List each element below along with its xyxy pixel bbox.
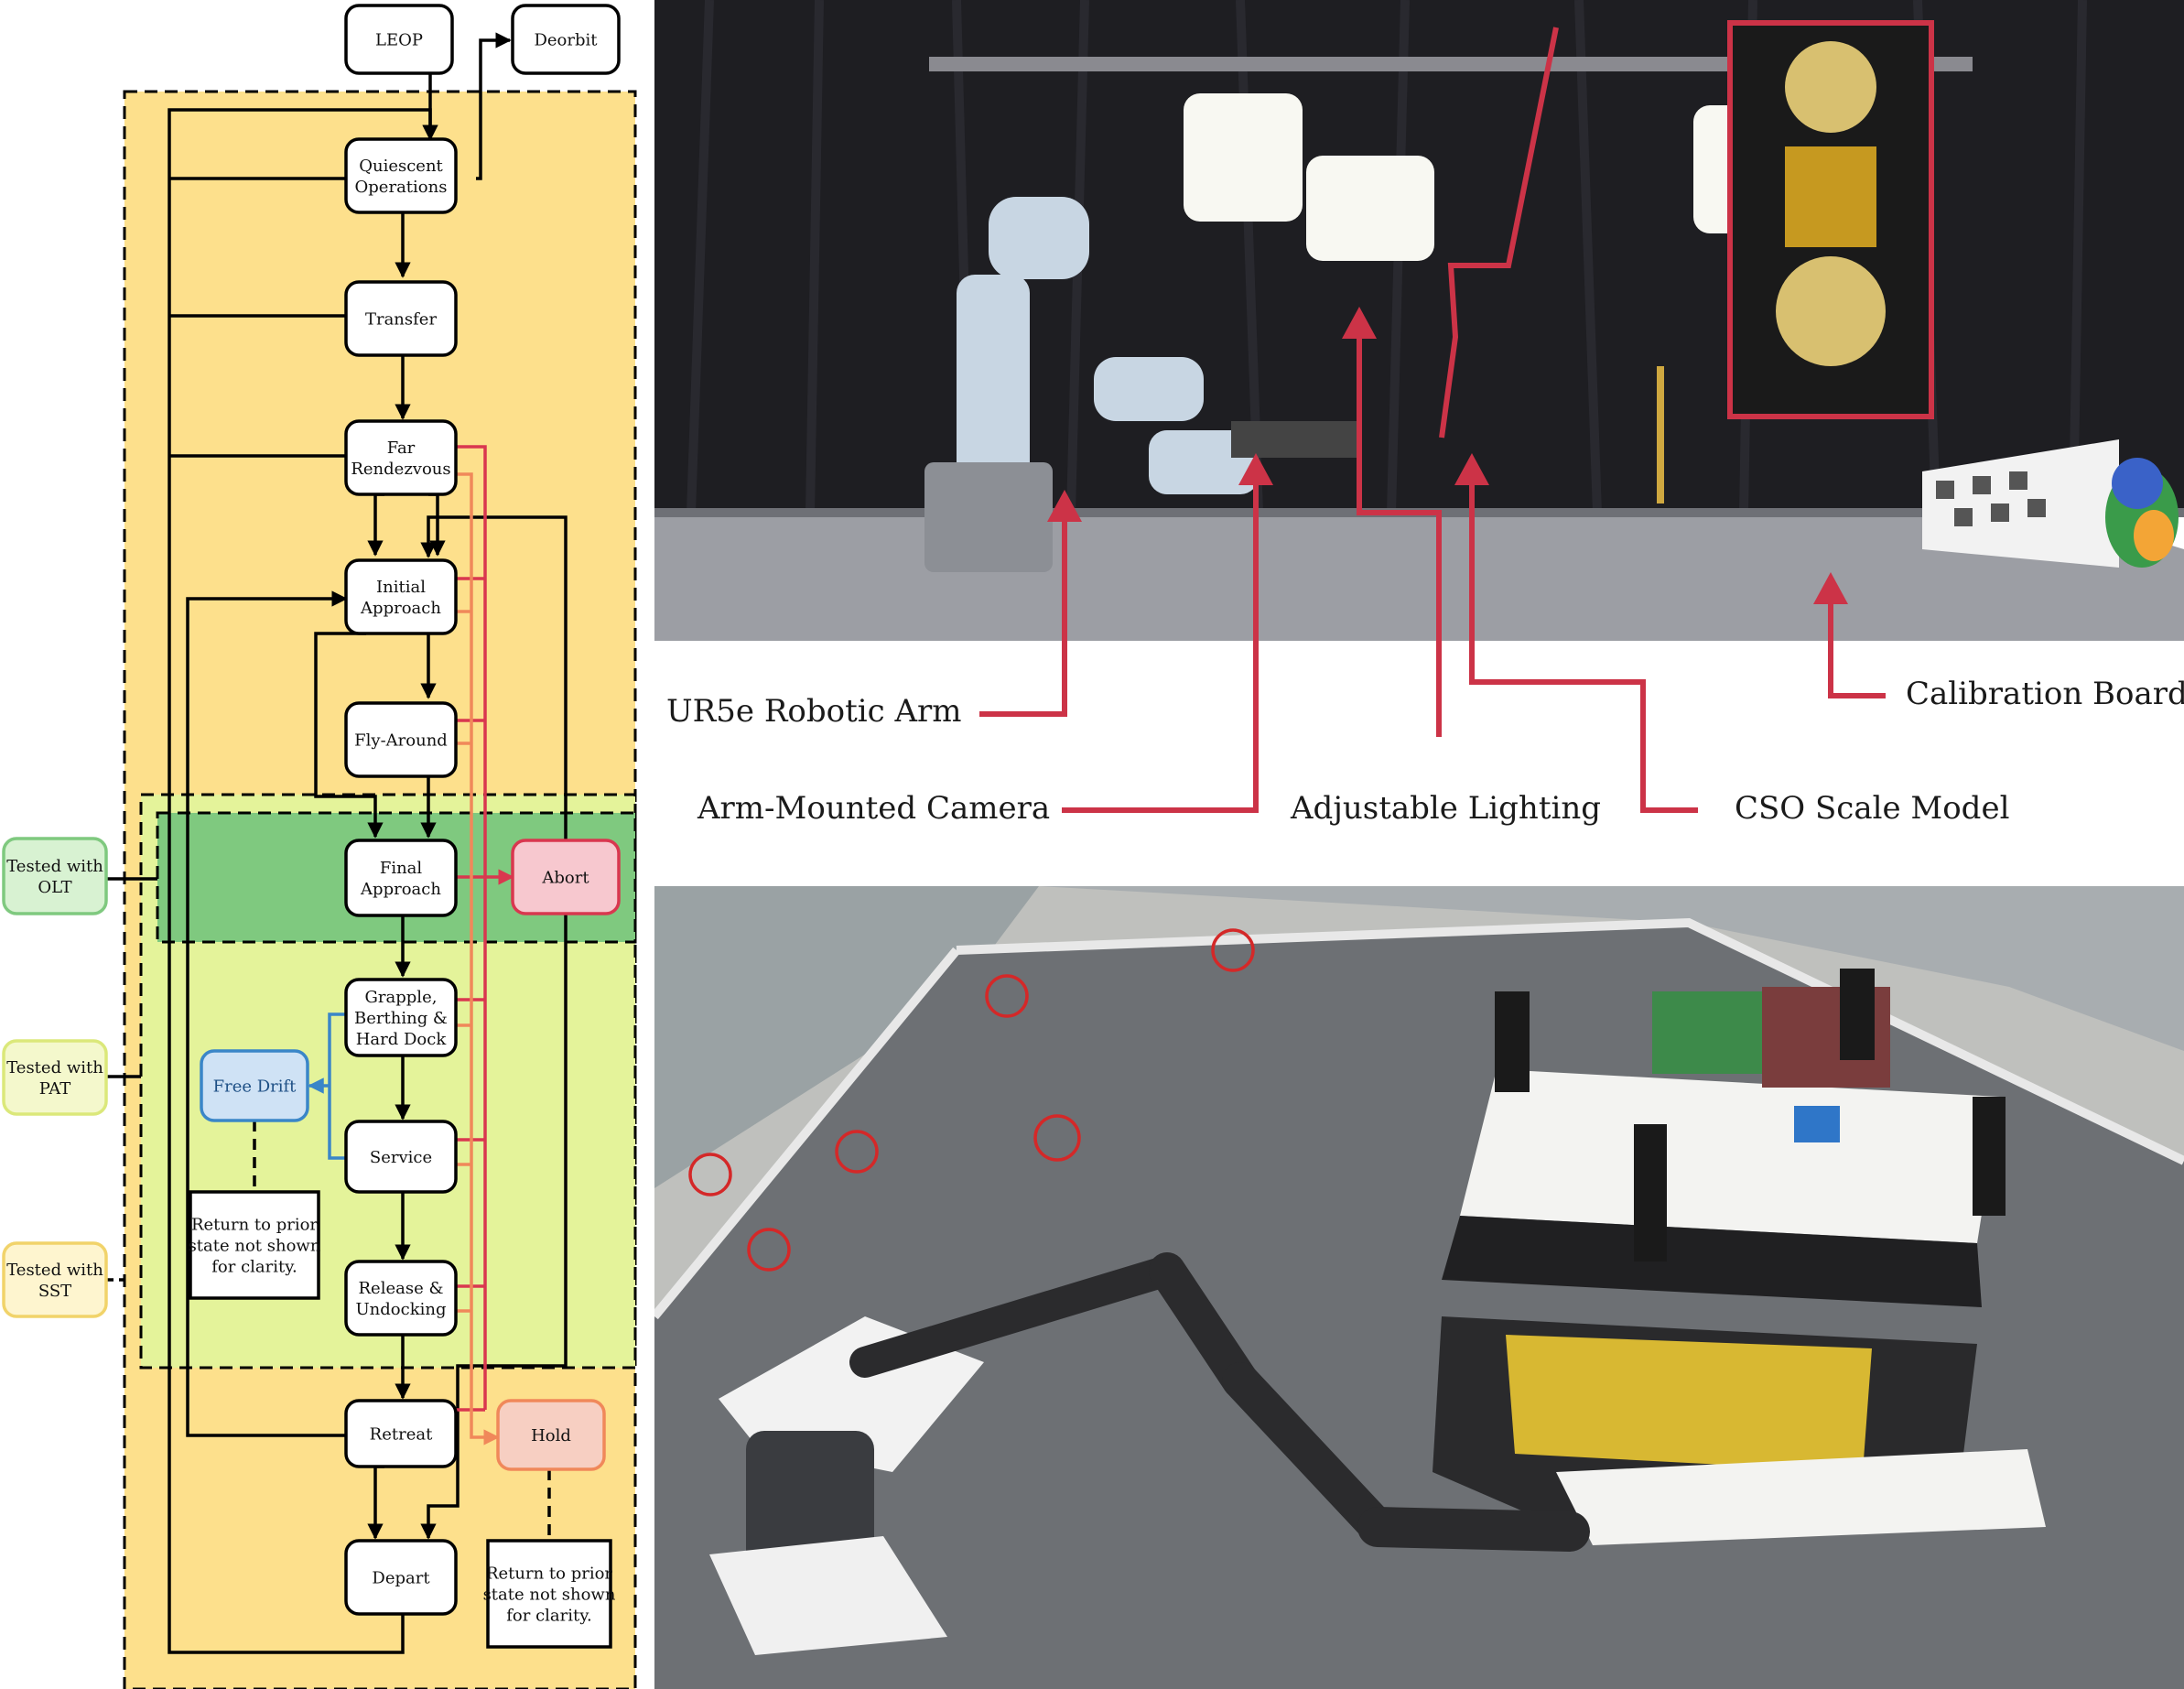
state-depart: Depart [344,1539,458,1616]
state-service: Service [344,1120,458,1194]
label-line: Tested with [6,1261,103,1280]
state-grapple: Grapple, Berthing & Hard Dock [344,978,458,1057]
label-line: state not shown [483,1585,616,1604]
label-line: Undocking [356,1300,447,1319]
label-line: Release & [359,1279,444,1298]
air-bearing-table-photo [654,886,2184,1689]
label-line: Approach [360,599,441,618]
label-line: Depart [372,1568,430,1587]
label-line: for clarity. [211,1257,297,1276]
label-line: Retreat [370,1424,433,1444]
label-line: Grapple, [365,988,438,1007]
label-line: Deorbit [534,30,598,49]
label-line: Return to prior [486,1564,612,1583]
callout-cso-model: CSO Scale Model [1735,790,2010,827]
label-line: for clarity. [506,1606,592,1625]
state-transfer: Transfer [344,280,458,357]
label-line: PAT [39,1079,70,1099]
label-line: Rendezvous [351,460,450,479]
label-line: Operations [355,178,448,197]
label-line: OLT [38,878,71,897]
label-line: Far [387,438,416,458]
lab-scene-illustration [654,0,2184,641]
label-line: Quiescent [359,157,443,176]
label-line: Approach [360,880,441,899]
state-machine-diagram: LEOP DeorbitQuiescentOperationsTransferFa… [2,4,637,1689]
label-line: Final [380,859,423,878]
label-line: Fly-Around [354,731,448,750]
note-freedrift: Return to prior state not shown for clarit… [189,1190,321,1300]
laboratory-photo [654,0,2184,641]
state-deorbit: Deorbit [511,4,621,75]
state-leop: LEOP [344,4,454,75]
label-line: Berthing & [354,1009,448,1028]
state-abort: Abort [511,839,621,915]
label-line: Hard Dock [356,1030,448,1049]
air-bearing-scene-illustration [654,886,2184,1689]
label-line: Hold [531,1426,571,1445]
label-line: Return to prior [191,1215,318,1234]
label-line: LEOP [375,30,423,49]
state-flyaround: Fly-Around [344,701,458,778]
label-line: Tested with [6,857,103,876]
callout-ur5e-arm: UR5e Robotic Arm [666,693,962,730]
state-hold: Hold [496,1399,606,1471]
label-line: Transfer [365,309,437,329]
label-line: SST [38,1282,71,1301]
callout-arm-camera: Arm-Mounted Camera [697,790,1051,827]
label-line: state not shown [189,1236,321,1255]
label-line: Tested with [6,1058,103,1077]
state-freedrift: Free Drift [200,1049,309,1122]
label-line: Initial [376,578,426,597]
note-hold: Return to prior state not shown for clarit… [483,1539,616,1649]
callout-calibration-board: Calibration Board [1906,676,2184,712]
label-line: Abort [541,868,589,887]
state-release: Release & Undocking [344,1260,458,1337]
label-line: Service [370,1148,432,1167]
state-retreat: Retreat [344,1399,458,1468]
callout-lighting: Adjustable Lighting [1291,790,1602,827]
label-line: Free Drift [213,1077,297,1096]
